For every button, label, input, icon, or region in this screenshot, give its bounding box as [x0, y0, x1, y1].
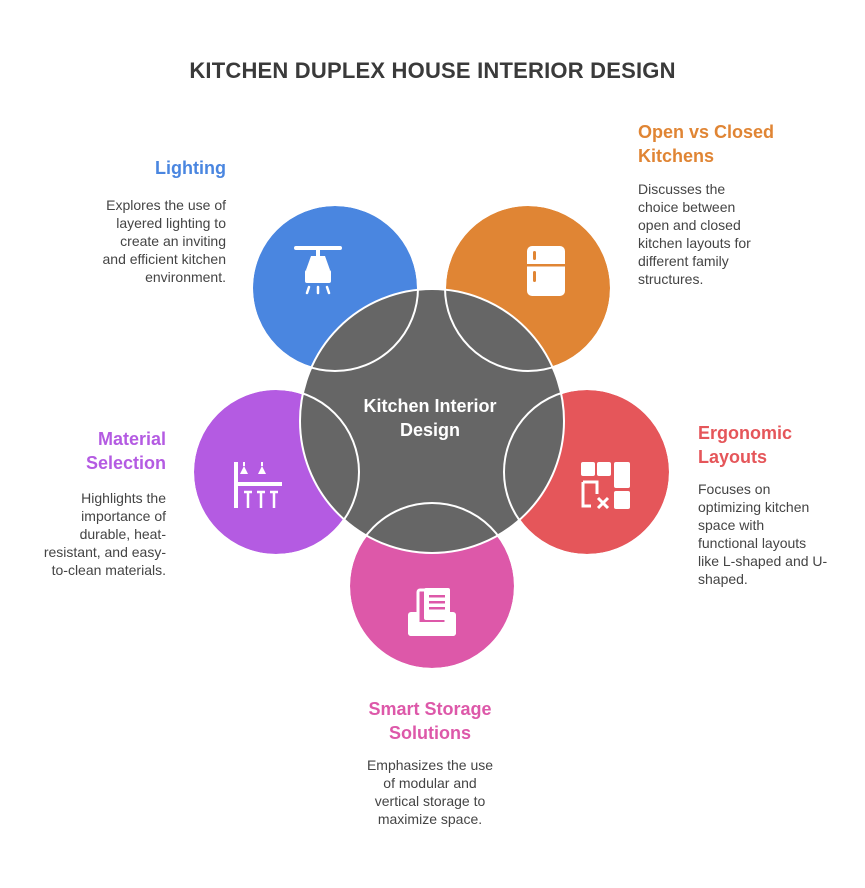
- desc-line: structures.: [638, 271, 704, 287]
- desc-line: functional layouts: [698, 535, 807, 551]
- overlap-outlines: [192, 204, 671, 670]
- open-closed-description: Discusses the choice between open and cl…: [638, 180, 838, 288]
- desc-line: maximize space.: [377, 811, 483, 827]
- storage-tray-icon: [408, 588, 456, 636]
- desc-line: environment.: [145, 269, 226, 285]
- desc-line: Emphasizes the use: [366, 757, 494, 773]
- ceiling-lamp-icon: [294, 246, 342, 295]
- desc-line: and efficient kitchen: [102, 251, 227, 267]
- ergonomic-description: Focuses on optimizing kitchen space with…: [698, 480, 858, 588]
- lighting-description: Explores the use of layered lighting to …: [56, 196, 227, 286]
- center-circle: [299, 288, 565, 554]
- desc-line: to-clean materials.: [51, 562, 166, 578]
- desc-line: vertical storage to: [374, 793, 486, 809]
- heading-line: Open vs Closed: [638, 122, 775, 142]
- desc-line: of modular and: [383, 775, 477, 791]
- desc-line: different family: [638, 253, 729, 269]
- center-label-line2: Design: [399, 420, 460, 440]
- desc-line: durable, heat-: [79, 526, 166, 542]
- center-label: Kitchen Interior Design: [330, 394, 530, 442]
- heading-line: Selection: [85, 453, 166, 473]
- open-closed-heading: Open vs Closed Kitchens: [638, 120, 838, 168]
- heading-line: Solutions: [389, 723, 471, 743]
- desc-line: open and closed: [638, 217, 741, 233]
- desc-line: optimizing kitchen: [698, 499, 810, 515]
- ergonomic-heading: Ergonomic Layouts: [698, 421, 848, 469]
- storage-heading: Smart Storage Solutions: [330, 697, 530, 745]
- desc-line: space with: [698, 517, 765, 533]
- heading-line: Kitchens: [638, 146, 715, 166]
- heading-line: Smart Storage: [368, 699, 492, 719]
- heading-line: Layouts: [698, 447, 768, 467]
- material-description: Highlights the importance of durable, he…: [6, 489, 166, 579]
- material-heading: Material Selection: [36, 427, 166, 475]
- desc-line: choice between: [638, 199, 736, 215]
- kitchen-counter-icon: [234, 462, 282, 508]
- desc-line: shaped.: [698, 571, 748, 587]
- desc-line: like L-shaped and U-: [698, 553, 828, 569]
- desc-line: layered lighting to: [116, 215, 226, 231]
- kitchen-layout-icon: [581, 462, 630, 510]
- storage-description: Emphasizes the use of modular and vertic…: [330, 756, 530, 828]
- desc-line: kitchen layouts for: [638, 235, 751, 251]
- desc-line: Explores the use of: [106, 197, 226, 213]
- lighting-heading: Lighting: [155, 158, 226, 178]
- desc-line: Highlights the: [81, 490, 166, 506]
- desc-line: Discusses the: [638, 181, 726, 197]
- desc-line: Focuses on: [698, 481, 771, 497]
- center-label-line1: Kitchen Interior: [363, 396, 497, 416]
- heading-line: Material: [97, 429, 166, 449]
- desc-line: importance of: [81, 508, 166, 524]
- desc-line: create an inviting: [120, 233, 226, 249]
- page-title: KITCHEN DUPLEX HOUSE INTERIOR DESIGN: [189, 58, 676, 83]
- desc-line: resistant, and easy-: [43, 544, 166, 560]
- heading-line: Ergonomic: [698, 423, 793, 443]
- refrigerator-icon: [527, 246, 565, 296]
